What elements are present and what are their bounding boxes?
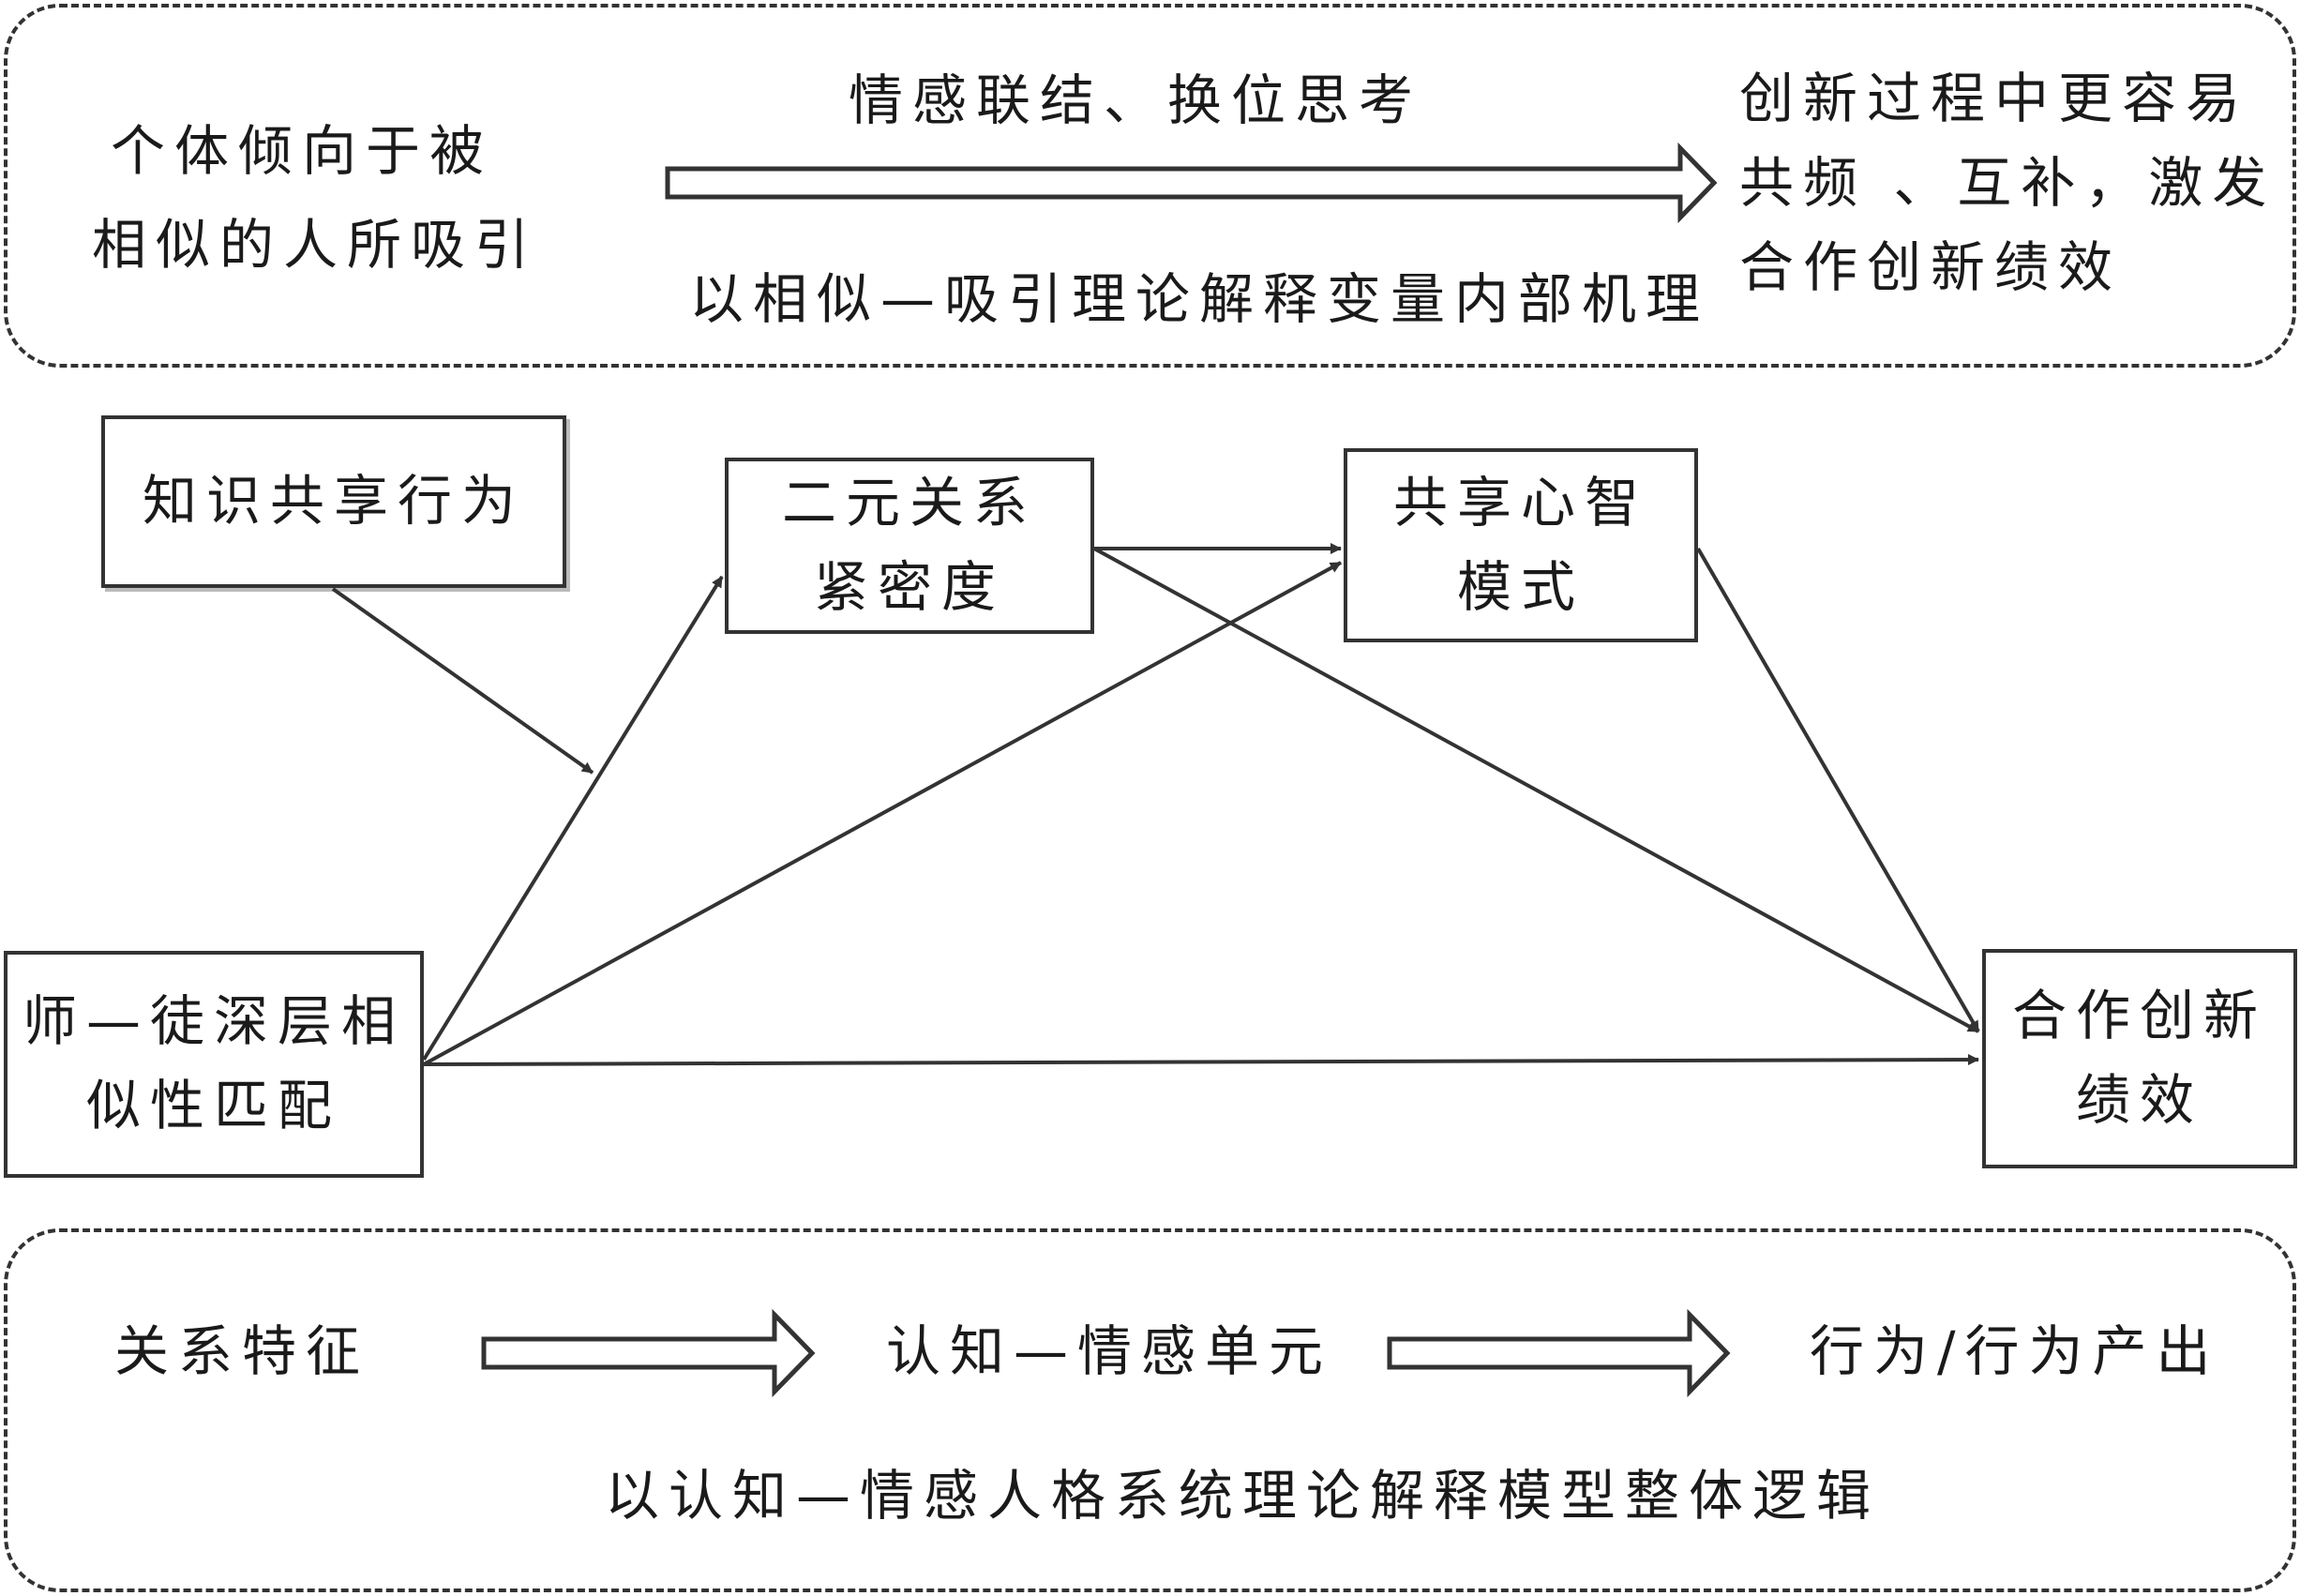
- node-shared-mental-model: 共享心智 模式: [1344, 448, 1698, 642]
- top-right-text-line1: 创新过程中更容易: [1739, 67, 2250, 130]
- bottom-step-cognitive-affective: 认知—情感单元: [886, 1319, 1333, 1383]
- arrow-similarity-to-dyadic: [422, 575, 724, 1061]
- top-theory-caption: 以相似—吸引理论解释变量内部机理: [689, 267, 1710, 331]
- top-left-text-line2: 相似的人所吸引: [92, 213, 539, 277]
- node-shared-mental-model-line1: 共享心智: [1392, 470, 1648, 535]
- arrow-similarity-to-mental: [423, 561, 1342, 1066]
- bottom-theory-panel: [4, 1228, 2296, 1592]
- top-block-arrow: [665, 142, 1718, 224]
- arrow-mental-to-performance: [1696, 547, 1980, 1033]
- top-right-text-line2: 共频 、互补，激发: [1739, 151, 2277, 215]
- node-knowledge-sharing: 知识共享行为: [101, 415, 566, 588]
- arrow-similarity-to-performance: [423, 1054, 1979, 1066]
- node-dyadic-closeness: 二元关系 紧密度: [725, 458, 1094, 634]
- top-arrow-label: 情感联结、换位思考: [849, 68, 1423, 132]
- arrow-dyadic-to-performance: [1093, 547, 1979, 1033]
- arrow-knowledge-moderation: [331, 587, 594, 775]
- top-theory-panel: [4, 4, 2296, 368]
- bottom-step-relationship: 关系特征: [114, 1319, 370, 1383]
- node-knowledge-sharing-label: 知识共享行为: [142, 469, 525, 534]
- node-innovation-performance-line2: 绩效: [2075, 1068, 2203, 1132]
- node-dyadic-closeness-line2: 紧密度: [813, 555, 1005, 619]
- node-innovation-performance: 合作创新 绩效: [1982, 949, 2297, 1168]
- node-innovation-performance-line1: 合作创新: [2011, 984, 2267, 1048]
- node-deep-similarity-line1: 师—徒深层相: [22, 989, 405, 1054]
- bottom-block-arrow-1: [481, 1308, 816, 1398]
- bottom-block-arrow-2: [1387, 1308, 1731, 1398]
- node-deep-similarity: 师—徒深层相 似性匹配: [4, 951, 424, 1178]
- node-dyadic-closeness-line1: 二元关系: [781, 471, 1037, 535]
- top-right-text-line3: 合作创新绩效: [1739, 235, 2123, 299]
- node-deep-similarity-line2: 似性匹配: [85, 1074, 341, 1137]
- bottom-step-behavior: 行为/行为产出: [1810, 1319, 2220, 1383]
- top-left-text-line1: 个体倾向于被: [111, 119, 494, 183]
- node-shared-mental-model-line2: 模式: [1456, 554, 1585, 619]
- bottom-theory-caption: 以认知—情感人格系统理论解释模型整体逻辑: [605, 1464, 1881, 1528]
